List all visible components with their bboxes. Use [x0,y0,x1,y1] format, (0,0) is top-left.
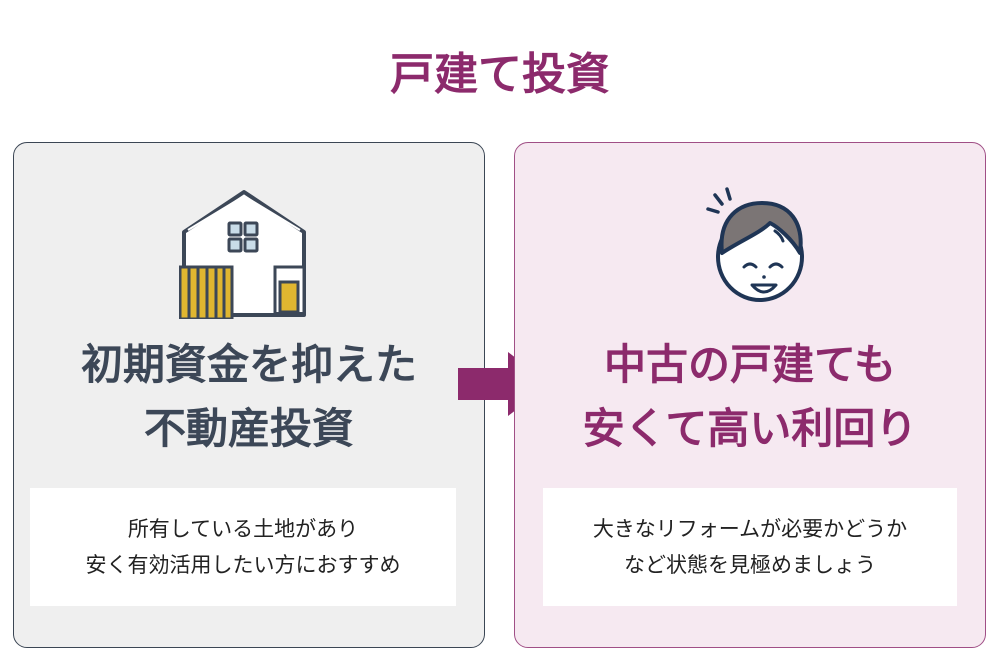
note-line: 所有している土地があり [127,517,359,541]
headline-line: 不動産投資 [143,404,354,453]
note-line: 安く有効活用したい方におすすめ [85,553,401,577]
page-title: 戸建て投資 [390,49,610,100]
left-panel: 初期資金を抑えた 不動産投資 所有している土地があり 安く有効活用したい方におす… [13,142,485,648]
smiling-man-icon [706,187,804,302]
right-headline: 中古の戸建ても 安くて高い利回り [515,333,985,461]
note-line: 大きなリフォームが必要かどうか [592,517,908,541]
headline-line: 初期資金を抑えた [80,340,417,389]
house-icon [179,190,306,319]
left-note: 所有している土地があり 安く有効活用したい方におすすめ [30,488,456,606]
right-panel: 中古の戸建ても 安くて高い利回り 大きなリフォームが必要かどうか など状態を見極… [514,142,986,648]
note-line: など状態を見極めましょう [624,553,876,577]
left-headline: 初期資金を抑えた 不動産投資 [14,333,484,461]
headline-line: 安くて高い利回り [582,404,918,453]
headline-line: 中古の戸建ても [604,340,896,389]
right-note: 大きなリフォームが必要かどうか など状態を見極めましょう [543,488,957,606]
